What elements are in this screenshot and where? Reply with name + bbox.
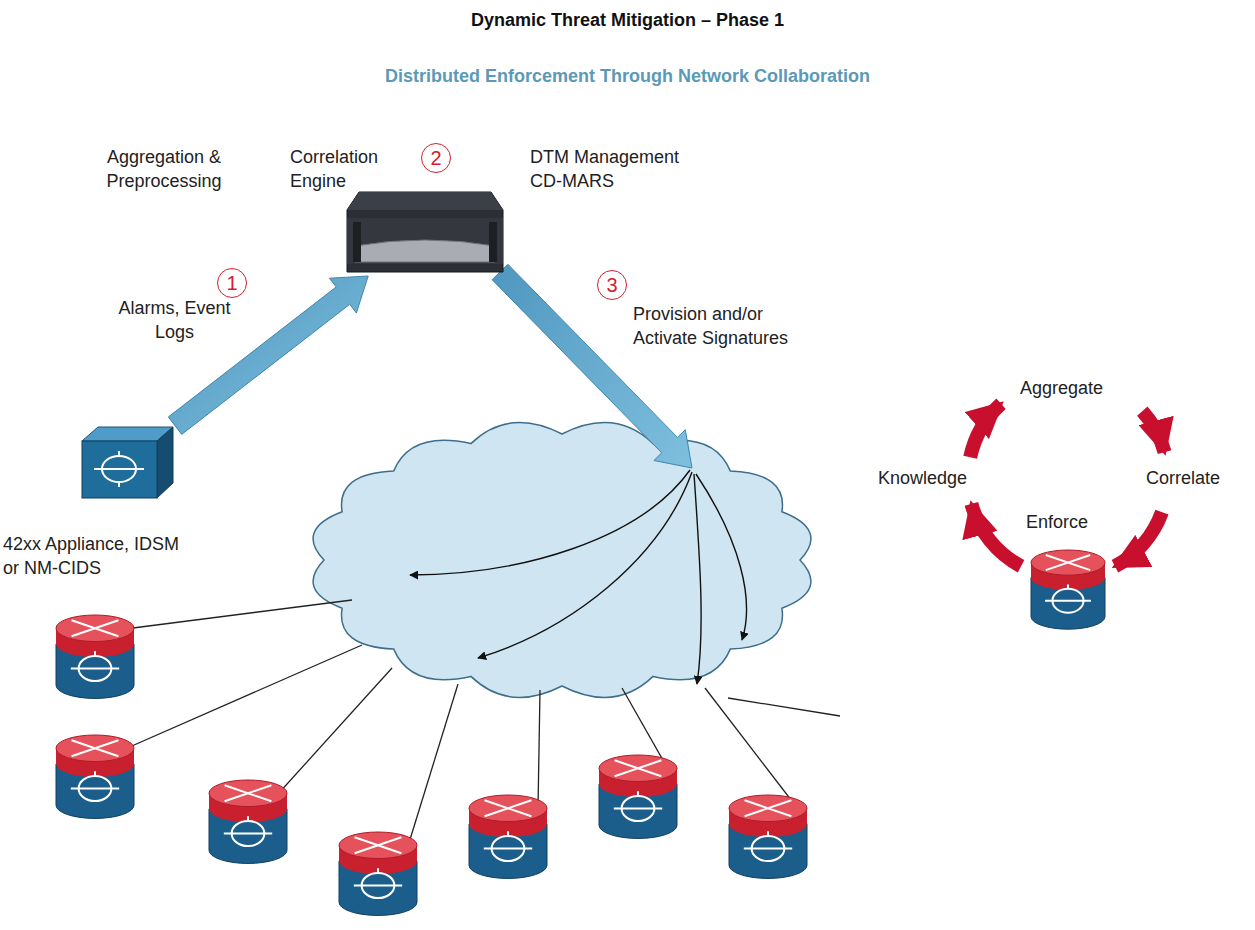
network-link xyxy=(538,690,540,809)
cycle-arrow xyxy=(971,504,1021,566)
distribution-arrow xyxy=(696,474,747,640)
router-top xyxy=(339,832,417,859)
cycle-arrow xyxy=(1115,512,1162,566)
router-top xyxy=(56,735,134,762)
router-icon xyxy=(56,735,134,818)
server-case xyxy=(347,192,503,272)
distribution-arrow xyxy=(694,474,701,684)
network-link xyxy=(125,600,352,629)
provision-arrow xyxy=(492,264,692,468)
server-handle xyxy=(353,222,361,262)
router-top xyxy=(729,795,807,822)
edge-label: Alarms, Event Logs xyxy=(100,296,250,344)
distribution-arrow xyxy=(410,470,690,575)
server-appliance-picture xyxy=(345,188,505,276)
cycle-label: Correlate xyxy=(1146,466,1246,490)
network-link xyxy=(125,645,362,749)
arrow-label: Provision and/or Activate Signatures xyxy=(633,302,815,350)
cycle-label: Enforce xyxy=(1026,510,1116,534)
router-icon xyxy=(1031,550,1105,629)
appliance-symbol xyxy=(94,451,144,487)
router-icon xyxy=(469,795,547,878)
server-bezel xyxy=(355,240,495,262)
router-symbol xyxy=(224,816,272,833)
router-symbol xyxy=(614,791,662,808)
subtitle: Distributed Enforcement Through Network … xyxy=(0,64,1255,88)
router-top xyxy=(1031,550,1105,575)
router-arrows xyxy=(485,800,532,816)
router-arrows xyxy=(615,760,662,776)
callout-number: 2 xyxy=(421,143,451,173)
cycle-arrow xyxy=(970,404,1001,458)
router-symbol xyxy=(71,771,119,788)
router-symbol xyxy=(1045,584,1091,600)
callout-number: 1 xyxy=(217,268,247,298)
server-front xyxy=(347,218,503,264)
appliance-front xyxy=(82,441,157,498)
router-top xyxy=(599,755,677,782)
diagram-title: Dynamic Threat Mitigation – Phase 1 xyxy=(0,8,1255,32)
router-icon xyxy=(729,795,807,878)
appliance-side xyxy=(157,427,173,498)
server-appliance: Correlation EngineDTM Management CD-MARS xyxy=(345,188,505,276)
network-link xyxy=(408,684,458,846)
router-arrows xyxy=(225,785,272,801)
network-cloud xyxy=(313,423,811,698)
router-icon xyxy=(209,780,287,863)
cycle-arrow xyxy=(1142,411,1164,452)
network-link xyxy=(705,688,798,809)
cycle-label: Aggregate xyxy=(1020,376,1130,400)
server-handle xyxy=(489,222,497,262)
router-top xyxy=(469,795,547,822)
router-arrows xyxy=(72,740,119,756)
router-symbol xyxy=(744,831,792,848)
router-icon xyxy=(599,755,677,838)
network-link xyxy=(728,698,840,716)
ids-appliance: 42xx Appliance, IDSM or NM-CIDS xyxy=(80,425,175,500)
router-arrows xyxy=(355,837,402,853)
cycle-label: Knowledge xyxy=(878,466,988,490)
network-link xyxy=(278,668,392,794)
router-top xyxy=(209,780,287,807)
router-symbol xyxy=(71,651,119,668)
node-caption: 42xx Appliance, IDSM or NM-CIDS xyxy=(3,532,195,580)
router-top xyxy=(56,615,134,642)
server-top xyxy=(347,192,503,210)
node-heading: Correlation Engine xyxy=(290,145,408,193)
router-symbol xyxy=(354,868,402,885)
ids-appliance-picture xyxy=(80,425,175,500)
router-symbol xyxy=(484,831,532,848)
router-arrows xyxy=(1046,555,1090,570)
node-heading: DTM Management CD-MARS xyxy=(530,145,708,193)
router-icon xyxy=(339,832,417,915)
router-icon xyxy=(56,615,134,698)
router-arrows xyxy=(72,620,119,636)
stage-label: Aggregation & Preprocessing xyxy=(78,145,250,193)
distribution-arrow xyxy=(478,472,692,658)
callout-number: 3 xyxy=(597,270,627,300)
router-arrows xyxy=(745,800,792,816)
